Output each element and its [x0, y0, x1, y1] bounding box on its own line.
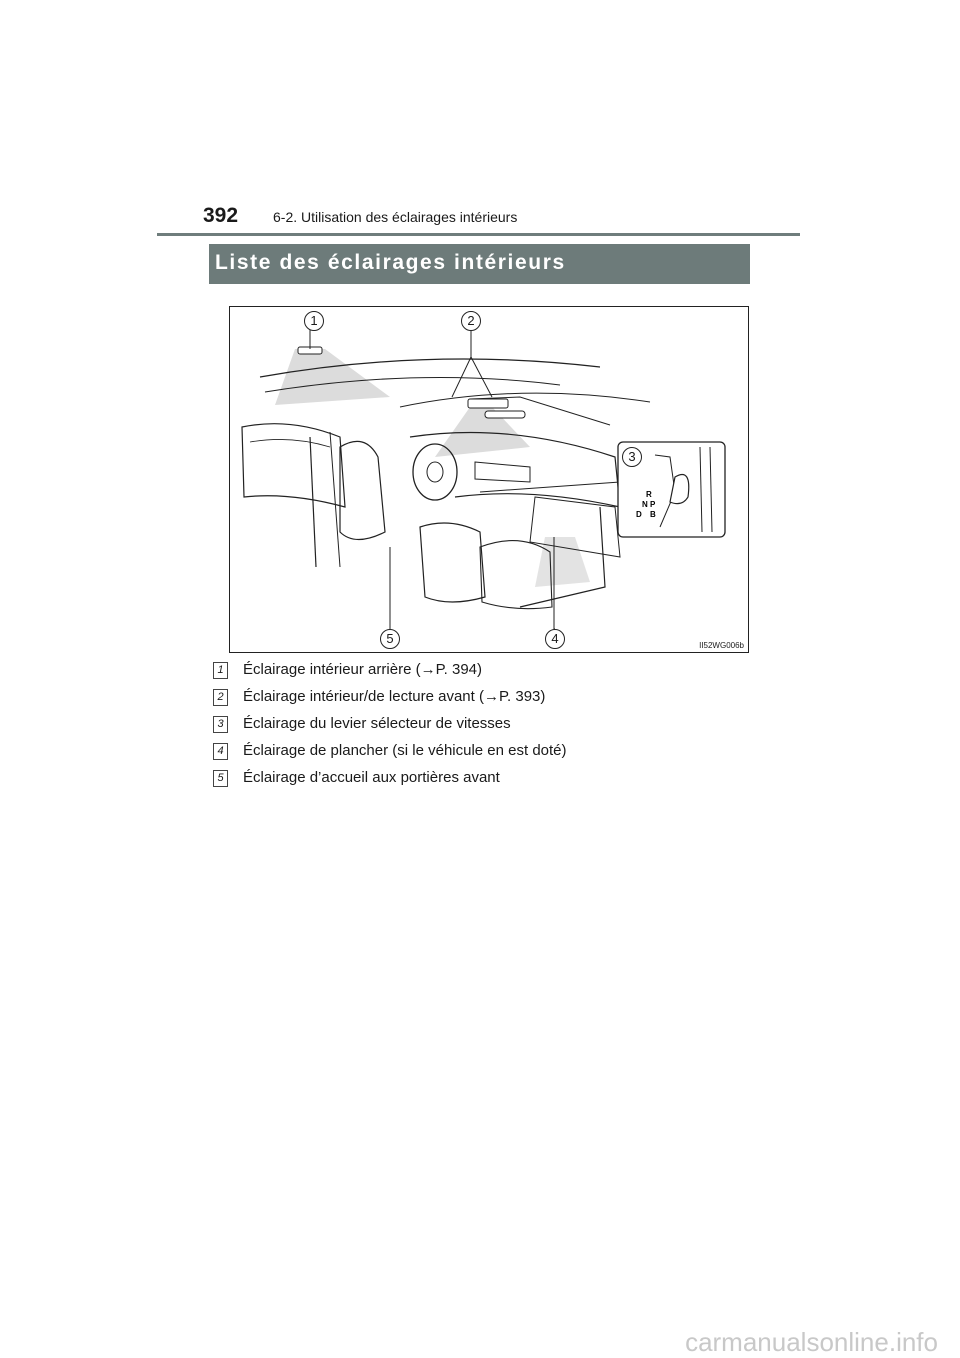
item-text: Éclairage du levier sélecteur de vitesse… [243, 715, 511, 732]
gear-selector-inset [617, 441, 726, 538]
list-item: 2 Éclairage intérieur/de lecture avant (… [213, 688, 753, 715]
callout-1: 1 [304, 311, 324, 331]
car-interior-drawing: R N P D B [241, 330, 726, 630]
shift-r: R [646, 490, 652, 499]
interior-illustration: R N P D B 1 2 3 4 5 II52WG006b [229, 306, 749, 653]
callout-3: 3 [622, 447, 642, 467]
section-header: Liste des éclairages intérieurs [209, 244, 750, 284]
header-rule [157, 233, 800, 236]
shift-p: P [650, 500, 656, 509]
figure-code: II52WG006b [699, 641, 744, 650]
passenger-seat [419, 522, 486, 603]
steering-wheel [412, 443, 458, 501]
driver-seat [339, 440, 386, 541]
list-item: 1 Éclairage intérieur arrière (→P. 394) [213, 661, 753, 688]
item-number: 2 [213, 689, 228, 706]
item-text: Éclairage d’accueil aux portières avant [243, 769, 500, 786]
callout-2: 2 [461, 311, 481, 331]
page-number: 392 [203, 204, 239, 227]
shift-lever [669, 473, 690, 505]
shift-d: D [636, 510, 642, 519]
list-item: 3 Éclairage du levier sélecteur de vites… [213, 715, 753, 742]
callout-4: 4 [545, 629, 565, 649]
item-number: 3 [213, 716, 228, 733]
item-number: 5 [213, 770, 228, 787]
light-list: 1 Éclairage intérieur arrière (→P. 394) … [213, 661, 753, 796]
rear-light-cone [275, 349, 390, 405]
mirror [484, 410, 526, 419]
chapter-title: 6-2. Utilisation des éclairages intérieu… [273, 209, 518, 225]
list-item: 4 Éclairage de plancher (si le véhicule … [213, 742, 753, 769]
list-item: 5 Éclairage d’accueil aux portières avan… [213, 769, 753, 796]
watermark: carmanualsonline.info [685, 1327, 938, 1357]
shift-b: B [650, 510, 656, 519]
shift-n: N [642, 500, 648, 509]
dashboard [409, 431, 621, 508]
item-number: 1 [213, 662, 228, 679]
front-lamp [467, 398, 509, 409]
front-light-cone [435, 407, 530, 457]
item-text: Éclairage intérieur arrière (→P. 394) [243, 661, 482, 678]
item-text: Éclairage de plancher (si le véhicule en… [243, 742, 567, 759]
section-title: Liste des éclairages intérieurs [215, 251, 566, 274]
item-number: 4 [213, 743, 228, 760]
item-text: Éclairage intérieur/de lecture avant (→P… [243, 688, 546, 705]
callout-5: 5 [380, 629, 400, 649]
